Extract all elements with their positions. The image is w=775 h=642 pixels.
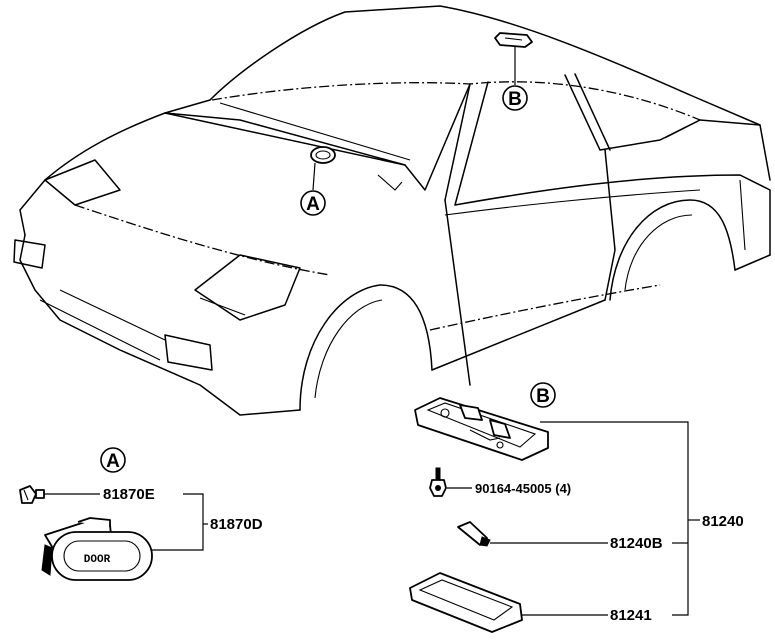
part-number-81240: 81240 <box>702 513 744 530</box>
part-number-81240B: 81240B <box>610 535 663 552</box>
part-number-90164-45005: 90164-45005 (4) <box>475 481 571 496</box>
room-lamp-housing-icon <box>414 397 549 461</box>
screw-icon <box>19 485 45 504</box>
detail-a-label: A <box>106 451 120 472</box>
part-number-81241: 81241 <box>610 607 652 624</box>
callout-a-car: A <box>300 162 326 216</box>
lamp-lens-icon <box>409 572 523 633</box>
callout-a-label: A <box>306 194 320 215</box>
detail-b: B 90164-45005 (4) 81240B <box>409 382 744 633</box>
detail-b-label: B <box>536 386 550 407</box>
door-courtesy-switch-icon: DOOR <box>41 517 153 581</box>
screw-icon <box>429 467 447 497</box>
room-lamp-location-b <box>494 32 533 48</box>
callout-b-label: B <box>508 89 522 110</box>
car-body-outline <box>13 5 771 416</box>
bulb-icon <box>457 521 491 547</box>
door-switch-lettering: DOOR <box>84 554 111 566</box>
detail-a: A 81870E 81870D DOOR <box>19 447 263 581</box>
callout-b-car: B <box>502 47 528 111</box>
part-number-81870D: 81870D <box>210 516 263 533</box>
courtesy-switch-location-a <box>310 146 336 164</box>
part-number-81870E: 81870E <box>103 486 155 503</box>
